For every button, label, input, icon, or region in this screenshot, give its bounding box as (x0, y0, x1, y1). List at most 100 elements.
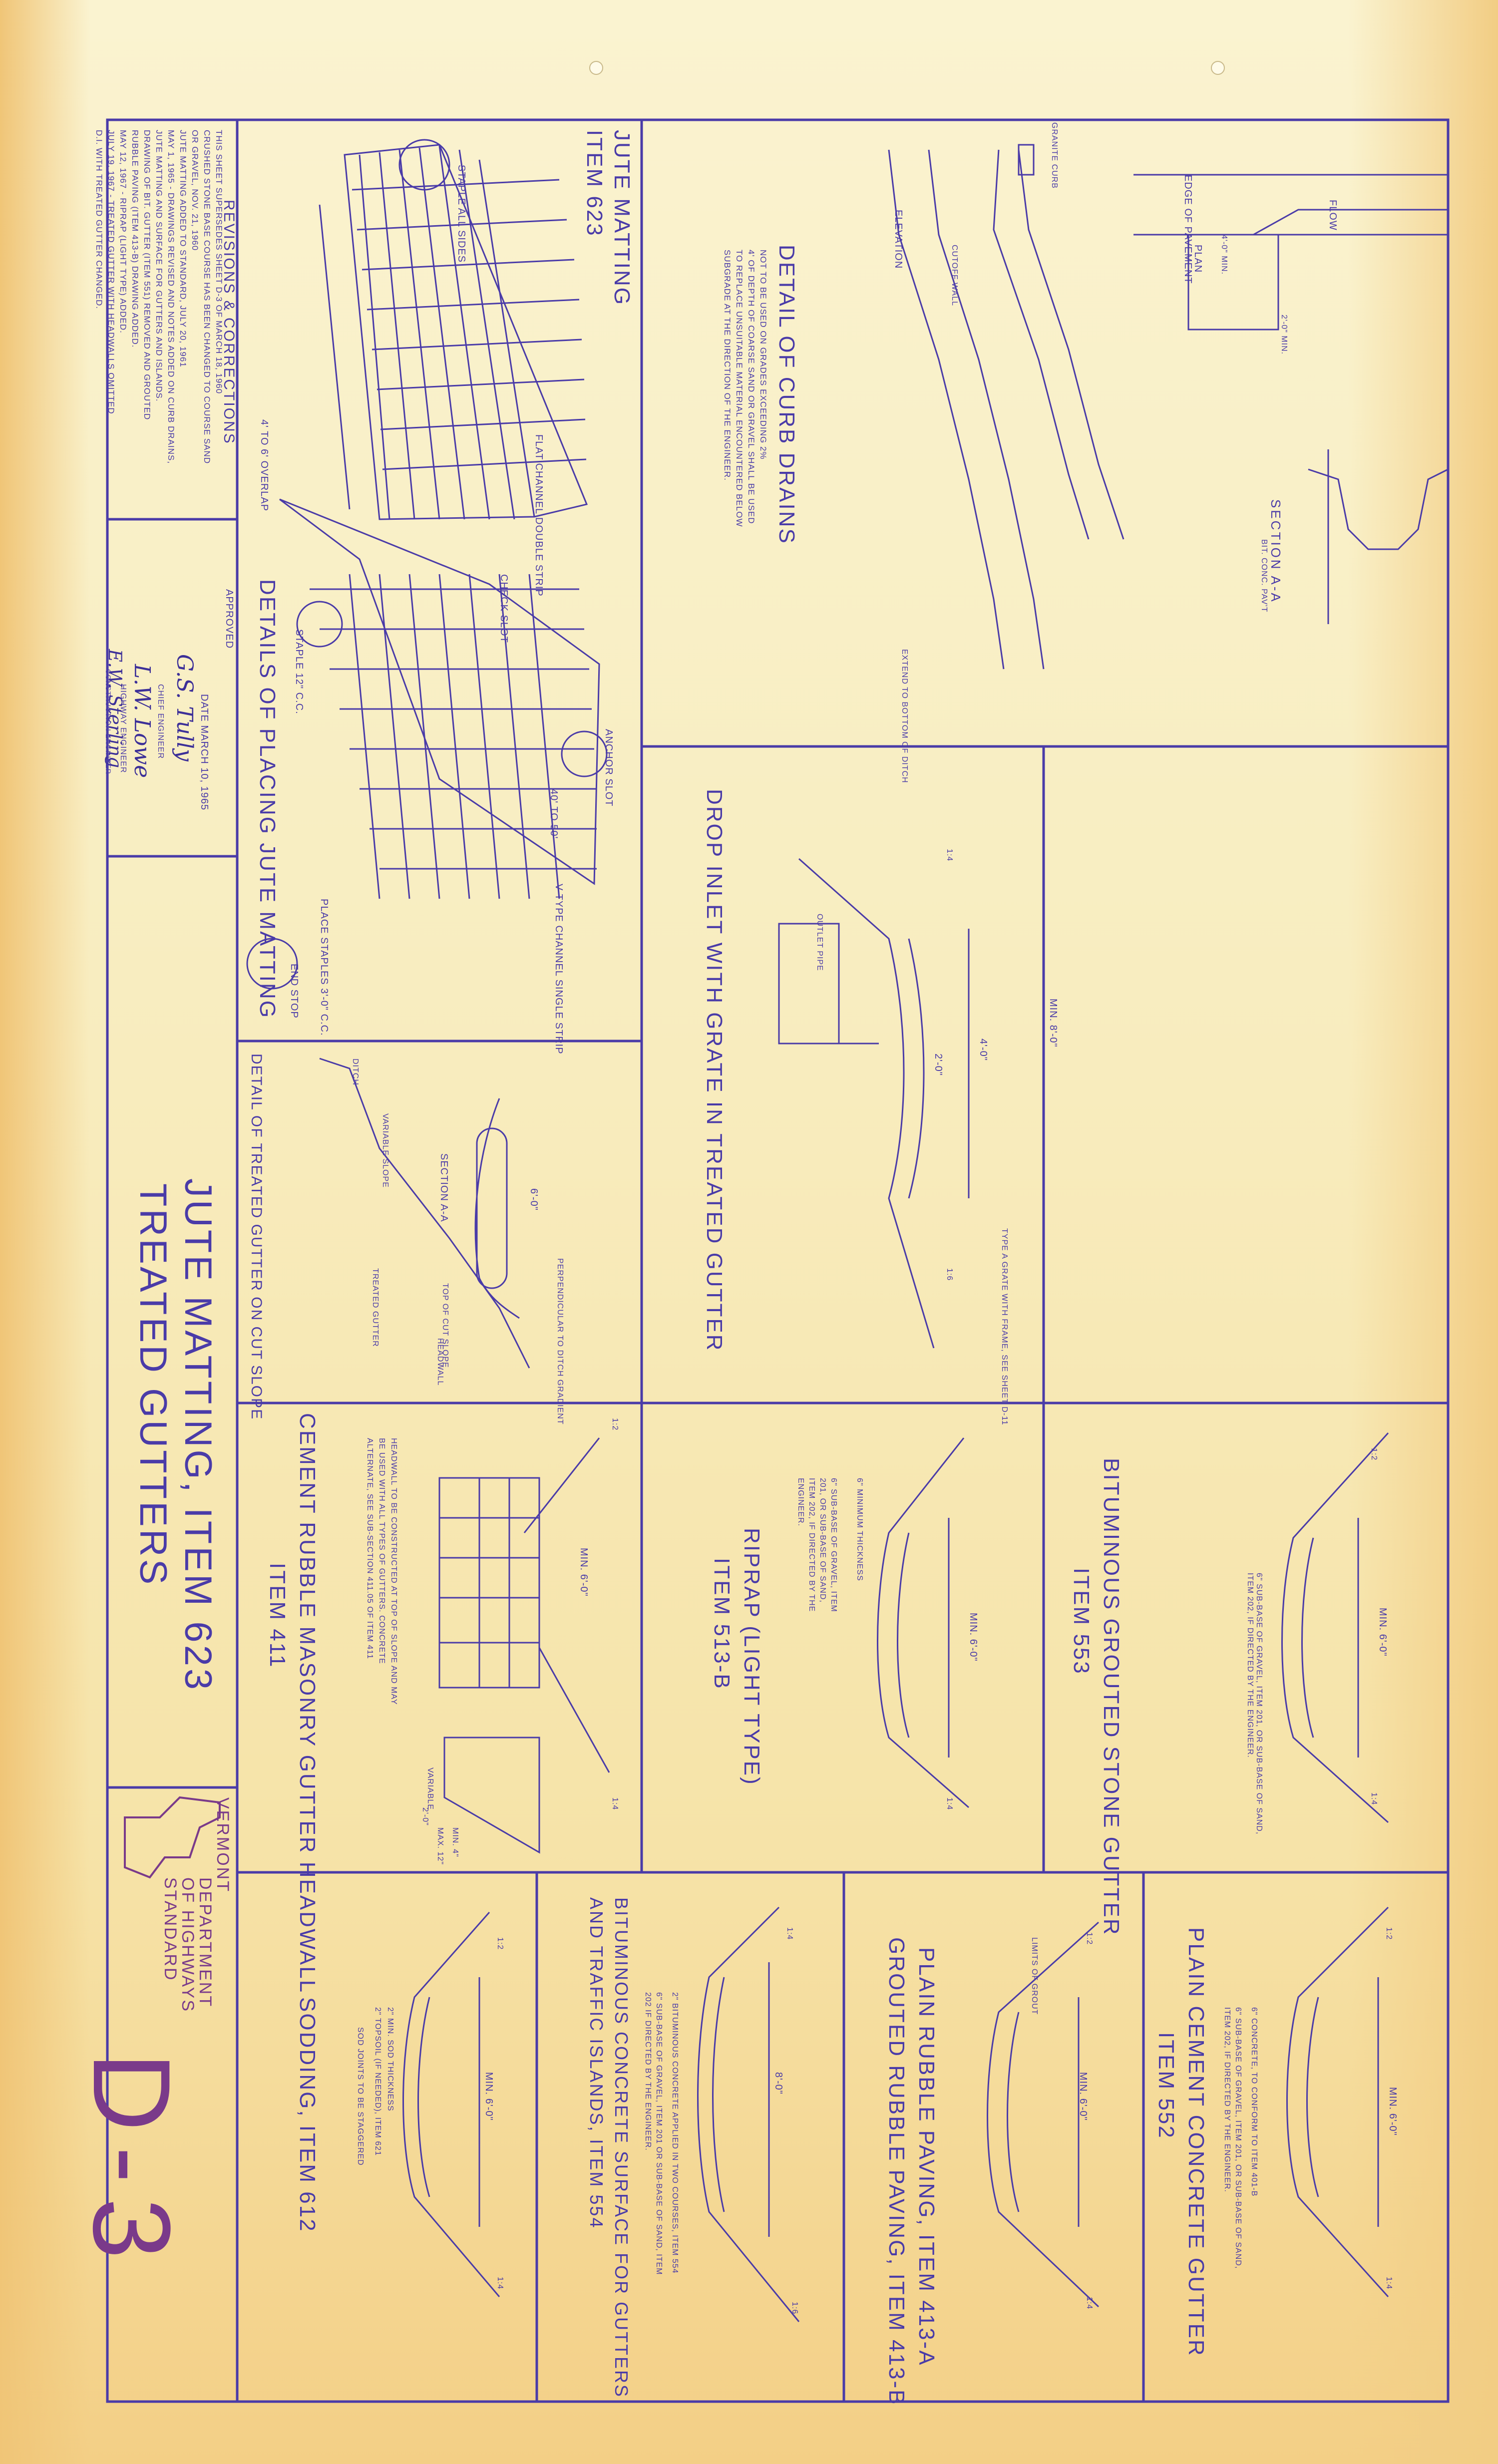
jute-label: END STOP (289, 964, 300, 1019)
sheet-border-and-grid (106, 118, 1450, 2403)
plain-cement-label: 6" CONCRETE, TO CONFORM TO ITEM 401-B (1250, 2007, 1258, 2197)
standard-label: STANDARD (161, 1877, 180, 1982)
plan-label: PLAN (1192, 245, 1203, 273)
revision-line: D.I. WITH TREATED GUTTER CHANGED. (94, 130, 104, 310)
curb-note: NOT TO BE USED ON GRADES EXCEEDING 2% (758, 250, 768, 460)
curb-label: BIT. CONC. PAV'T (1260, 539, 1268, 613)
jute-label: V TYPE CHANNEL SINGLE STRIP (553, 884, 564, 1055)
rubble-label: 1:2 (611, 1418, 619, 1431)
bituminous-grouted-item: ITEM 553 (1069, 1568, 1094, 1675)
agency-line1: VERMONT (213, 1797, 232, 1893)
drop-inlet-label: MIN. 8'-0" (1048, 999, 1059, 1048)
riprap-label: 1:4 (945, 1797, 954, 1810)
revision-line: RUBBLE PAVING (ITEM 413-B) DRAWING ADDED… (130, 130, 140, 348)
treated-label: PERPENDICULAR TO DITCH GRADIENT (556, 1258, 564, 1425)
role-construction-engineer: CONSTRUCTION ENGINEER (104, 669, 112, 774)
plain-rubble-label: 1:2 (1085, 1932, 1094, 1945)
bituminous-surface-label: 8'-0" (773, 2072, 784, 2095)
rubble-label: MIN. 6'-0" (578, 1548, 589, 1597)
sodding-label: 1:4 (496, 2277, 504, 2290)
rubble-label: MIN. 4" (451, 1827, 459, 1857)
curb-drains-title: DETAIL OF CURB DRAINS (774, 245, 799, 545)
flow-label: FLOW (1327, 200, 1338, 231)
sodding-drawing (402, 1912, 500, 2297)
treated-label: VARIABLE SLOPE (381, 1113, 389, 1188)
plain-cement-label: 6" SUB-BASE OF GRAVEL, ITEM 201, OR SUB-… (1223, 2007, 1242, 2269)
jute-matting-drawing (246, 139, 608, 990)
approved-label: APPROVED (224, 589, 235, 649)
jute-label: 40' TO 50' (548, 789, 559, 839)
treated-label: TREATED GUTTER (371, 1268, 379, 1347)
revision-line: THIS SHEET SUPERSEDES SHEET D-3 OF MARCH… (214, 130, 224, 394)
bituminous-surface-drawing (697, 1906, 800, 2322)
jute-label: 4' TO 6' OVERLAP (259, 419, 270, 512)
bituminous-surface-title-2: AND TRAFFIC ISLANDS, ITEM 554 (586, 1897, 607, 2229)
bituminous-grouted-title: BITUMINOUS GROUTED STONE GUTTER (1099, 1458, 1124, 1936)
rubble-label: VARIABLE (426, 1767, 434, 1810)
revision-line: JULY 19, 1967 - TREATED GUTTER WITH HEAD… (106, 130, 116, 414)
treated-label: 6'-0" (528, 1188, 539, 1211)
bituminous-grouted-stone-drawing (1281, 1432, 1389, 1823)
vermont-state-outline-icon (124, 1796, 221, 1879)
signature-chief-engineer: G.S. Tully (172, 654, 197, 761)
curb-label: CUTOFF WALL (950, 245, 959, 307)
riprap-label: 6" MINIMUM THICKNESS (855, 1478, 864, 1581)
curb-drain-drawing (888, 144, 1449, 670)
plain-rubble-label: 1:4 (1085, 2297, 1094, 2310)
plain-cement-label: 1:4 (1385, 2277, 1393, 2290)
rubble-label: 1:4 (611, 1797, 619, 1810)
plain-cement-title: PLAIN CEMENT CONCRETE GUTTER (1184, 1927, 1208, 2357)
drop-inlet-title: DROP INLET WITH GRATE IN TREATED GUTTER (702, 789, 727, 1352)
sodding-label: MIN. 6'-0" (483, 2072, 494, 2121)
drop-inlet-label: 2'-0" (933, 1054, 944, 1076)
revision-line: CRUSHED STONE BASE COURSE HAS BEEN CHANG… (202, 130, 212, 464)
drop-inlet-label: OUTLET PIPE (815, 914, 824, 971)
punch-hole-icon (1211, 61, 1225, 75)
riprap-item: ITEM 513-B (710, 1558, 734, 1690)
sheet-number: D-3 (70, 2052, 193, 2274)
revision-line: MAY 12, 1967 - RIPRAP (LIGHT TYPE) ADDED… (118, 130, 128, 334)
grouted-label: 6" SUB-BASE OF GRAVEL, ITEM 201, OR SUB-… (1246, 1573, 1263, 1835)
sheet-title-line1: JUTE MATTING, ITEM 623 (177, 1178, 219, 1693)
revision-line: MAY 1, 1965 - DRAWINGS REVISED AND NOTES… (166, 130, 176, 464)
jute-label: STAPLE ALL SIDES (456, 165, 467, 263)
cement-rubble-notes: HEADWALL TO BE CONSTRUCTED AT TOP OF SLO… (366, 1438, 398, 1705)
jute-label: STAPLE 12" C.C. (294, 629, 305, 714)
plain-rubble-label: LIMITS OF GROUT (1030, 1937, 1039, 2015)
curb-label: EXTEND TO BOTTOM OF DITCH (900, 649, 909, 783)
bituminous-surface-label: 2" BITUMINOUS CONCRETE APPLIED IN TWO CO… (671, 1992, 679, 2274)
jute-placing-subtitle: DETAILS OF PLACING JUTE MATTING (255, 579, 280, 1020)
sodding-label: SOD JOINTS TO BE STAGGERED (356, 2027, 365, 2166)
jute-label: CHECK SLOT (498, 574, 509, 643)
rubble-label: 2'-0" (421, 1807, 429, 1826)
role-chief-engineer: CHIEF ENGINEER (156, 684, 165, 759)
treated-gutter-title: DETAIL OF TREATED GUTTER ON CUT SLOPE (248, 1054, 265, 1420)
bituminous-surface-label: 1:6 (790, 2302, 799, 2315)
revisions-list: THIS SHEET SUPERSEDES SHEET D-3 OF MARCH… (93, 130, 225, 464)
curb-note: TO REPLACE UNSUITABLE MATERIAL ENCOUNTER… (735, 250, 744, 527)
revision-line: DRAWING OF BIT. GUTTER (ITEM 551) REMOVE… (142, 130, 152, 420)
curb-note: SUBGRADE AT THE DIRECTION OF THE ENGINEE… (723, 250, 732, 481)
agency-line3: OF HIGHWAYS (178, 1877, 197, 2013)
section-a-a-label: SECTION A-A (1268, 499, 1283, 604)
curb-label: 2'-0" MIN. (1280, 315, 1288, 355)
cement-rubble-item: ITEM 411 (265, 1563, 290, 1669)
treated-label: DITCH (351, 1058, 360, 1085)
plain-cement-label: MIN. 6'-0" (1387, 2087, 1398, 2136)
sodding-title: SODDING, ITEM 612 (295, 1997, 320, 2233)
drop-inlet-label: 4'-0" (978, 1039, 989, 1061)
elevation-label: ELEVATION (893, 210, 904, 269)
treated-label: HEADWALL (436, 1338, 444, 1386)
plain-rubble-title: PLAIN RUBBLE PAVING, ITEM 413-A (914, 1947, 939, 2367)
revision-line: JUTE MATTING AND SURFACE FOR GUTTERS AND… (154, 130, 164, 402)
signature-highway-engineer: L.W. Lowe (129, 664, 155, 778)
bituminous-surface-title: BITUMINOUS CONCRETE SURFACE FOR GUTTERS (611, 1897, 632, 2399)
drop-inlet-label: 1:4 (945, 849, 954, 862)
drop-inlet-drawing (778, 858, 970, 1349)
cement-rubble-title: CEMENT RUBBLE MASONRY GUTTER HEADWALL (295, 1413, 320, 1994)
curb-label: EDGE OF PAVEMENT (1182, 175, 1193, 284)
plain-cement-label: 1:2 (1385, 1927, 1393, 1940)
riprap-label: MIN. 6'-0" (968, 1613, 979, 1662)
jute-matting-item: ITEM 623 (582, 130, 607, 237)
riprap-title: RIPRAP (LIGHT TYPE) (740, 1528, 764, 1786)
